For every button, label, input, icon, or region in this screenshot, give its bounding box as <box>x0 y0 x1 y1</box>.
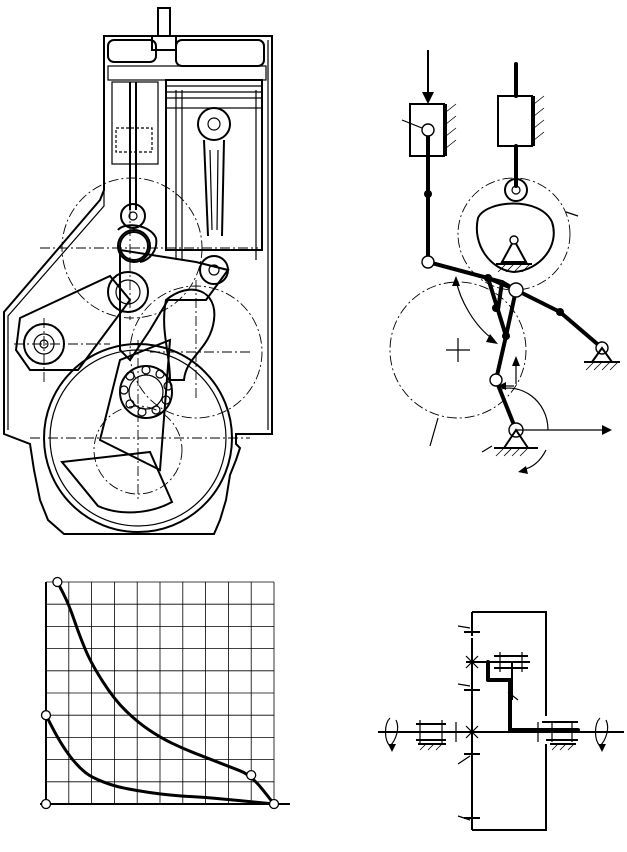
indicator-curves <box>44 581 276 806</box>
indicator-curve-2 <box>44 714 275 806</box>
indicator-curve-1 <box>56 581 276 805</box>
indicator-point-5 <box>40 798 52 810</box>
indicator-point-2 <box>40 710 52 721</box>
indicator-point-4 <box>268 798 280 810</box>
indicator-point-3 <box>246 769 257 781</box>
indicator-point-1 <box>52 576 63 588</box>
indicator-points <box>40 576 280 810</box>
